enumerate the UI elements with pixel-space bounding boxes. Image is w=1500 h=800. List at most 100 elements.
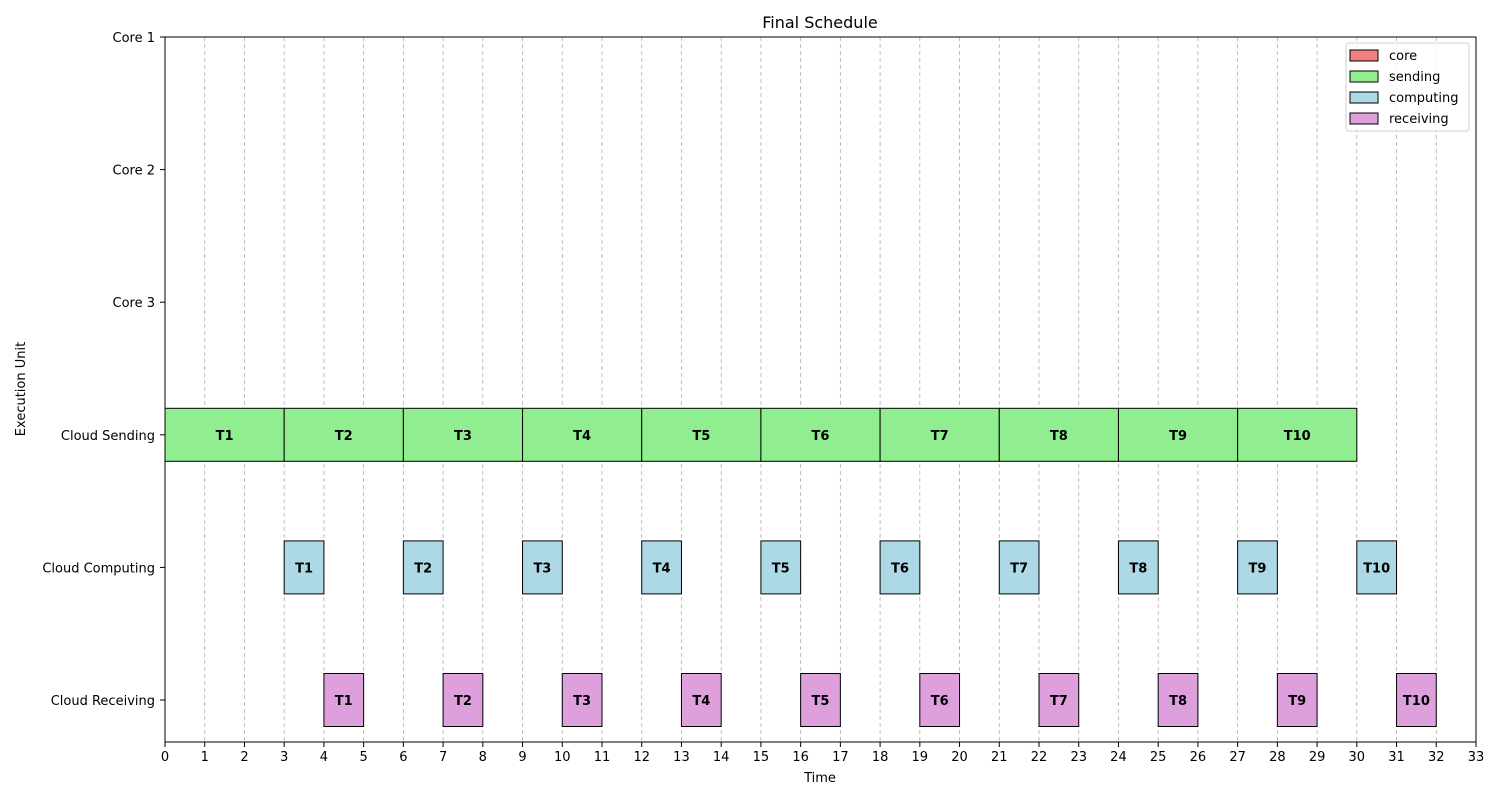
- x-tick-label: 4: [320, 750, 328, 765]
- task-label: T9: [1288, 694, 1306, 709]
- x-tick-label: 6: [399, 750, 407, 765]
- task-bar-receiving: [1276, 673, 1318, 727]
- x-tick-label: 25: [1150, 750, 1167, 765]
- task-bar-computing: [1356, 540, 1398, 595]
- task-bar-receiving: [442, 673, 484, 727]
- task-label: T1: [216, 429, 234, 444]
- x-tick-label: 0: [161, 750, 169, 765]
- x-tick-label: 30: [1349, 750, 1366, 765]
- x-tick-label: 13: [673, 750, 690, 765]
- x-tick-label: 24: [1110, 750, 1127, 765]
- y-axis-label: Execution Unit: [14, 342, 29, 436]
- task-bar-computing: [998, 540, 1040, 595]
- task-label: T4: [573, 429, 591, 444]
- task-bar-sending: [1117, 407, 1239, 462]
- legend-label-computing: computing: [1389, 91, 1458, 106]
- task-bar-receiving: [919, 673, 961, 727]
- legend-label-core: core: [1389, 49, 1417, 64]
- x-tick-label: 23: [1070, 750, 1087, 765]
- x-tick-label: 22: [1031, 750, 1048, 765]
- task-label: T3: [533, 561, 551, 576]
- x-tick-label: 12: [633, 750, 650, 765]
- task-bar-sending: [283, 407, 404, 462]
- task-bar-sending: [164, 407, 285, 462]
- y-tick-label: Core 3: [113, 296, 156, 311]
- x-tick-label: 3: [280, 750, 288, 765]
- task-label: T7: [1010, 561, 1028, 576]
- task-bar-computing: [1117, 540, 1159, 595]
- y-tick-label: Cloud Computing: [42, 561, 155, 576]
- y-tick-label: Cloud Receiving: [51, 694, 155, 709]
- legend-label-sending: sending: [1389, 70, 1440, 85]
- task-label: T5: [812, 694, 830, 709]
- task-label: T1: [295, 561, 313, 576]
- task-label: T2: [414, 561, 432, 576]
- x-tick-label: 17: [832, 750, 849, 765]
- y-tick-label: Core 1: [113, 31, 156, 46]
- x-tick-label: 26: [1190, 750, 1207, 765]
- legend-swatch-core: [1349, 49, 1379, 62]
- task-label: T9: [1249, 561, 1267, 576]
- x-tick-label: 14: [713, 750, 730, 765]
- task-bar-sending: [402, 407, 524, 462]
- task-label: T7: [931, 429, 949, 444]
- task-bar-sending: [879, 407, 1000, 462]
- x-tick-label: 31: [1388, 750, 1405, 765]
- task-bar-receiving: [561, 673, 603, 727]
- legend-swatch-receiving: [1349, 112, 1379, 125]
- chart-title: Final Schedule: [762, 13, 877, 32]
- legend: core sending computing receiving: [1345, 42, 1470, 132]
- x-tick-label: 5: [359, 750, 367, 765]
- legend-label-receiving: receiving: [1389, 112, 1449, 127]
- task-label: T6: [812, 429, 830, 444]
- x-tick-label: 8: [479, 750, 487, 765]
- x-tick-label: 32: [1428, 750, 1445, 765]
- task-label: T9: [1169, 429, 1187, 444]
- task-bar-computing: [283, 540, 325, 595]
- x-tick-label: 15: [753, 750, 770, 765]
- task-bar-receiving: [800, 673, 841, 727]
- task-bar-sending: [522, 407, 643, 462]
- x-tick-label: 11: [594, 750, 611, 765]
- x-tick-label: 16: [792, 750, 809, 765]
- task-label: T3: [573, 694, 591, 709]
- legend-box: [1345, 42, 1470, 132]
- task-bar-computing: [879, 540, 921, 595]
- x-tick-label: 29: [1309, 750, 1326, 765]
- task-bar-receiving: [680, 673, 722, 727]
- task-label: T2: [335, 429, 353, 444]
- task-label: T10: [1284, 429, 1311, 444]
- plot-frame: [164, 36, 1477, 743]
- y-tick-label: Core 2: [113, 164, 156, 179]
- x-tick-label: 28: [1269, 750, 1286, 765]
- task-bar-receiving: [1157, 673, 1199, 727]
- x-tick-label: 19: [912, 750, 929, 765]
- x-tick-label: 10: [554, 750, 571, 765]
- task-label: T2: [454, 694, 472, 709]
- task-bar-receiving: [323, 673, 365, 727]
- task-bar-computing: [760, 540, 802, 595]
- x-tick-label: 20: [951, 750, 968, 765]
- task-label: T5: [772, 561, 790, 576]
- task-label: T7: [1050, 694, 1068, 709]
- x-tick-label: 18: [872, 750, 889, 765]
- task-label: T10: [1403, 694, 1430, 709]
- task-label: T8: [1169, 694, 1187, 709]
- task-bar-receiving: [1396, 673, 1437, 727]
- x-tick-label: 33: [1468, 750, 1485, 765]
- task-label: T1: [335, 694, 353, 709]
- task-label: T8: [1129, 561, 1147, 576]
- task-label: T3: [454, 429, 472, 444]
- task-label: T6: [891, 561, 909, 576]
- y-tick-label: Cloud Sending: [61, 429, 155, 444]
- task-bar-receiving: [1038, 673, 1080, 727]
- x-tick-label: 21: [991, 750, 1008, 765]
- task-bar-computing: [402, 540, 444, 595]
- task-bar-sending: [1237, 407, 1358, 462]
- task-bar-computing: [1237, 540, 1278, 595]
- task-label: T4: [692, 694, 710, 709]
